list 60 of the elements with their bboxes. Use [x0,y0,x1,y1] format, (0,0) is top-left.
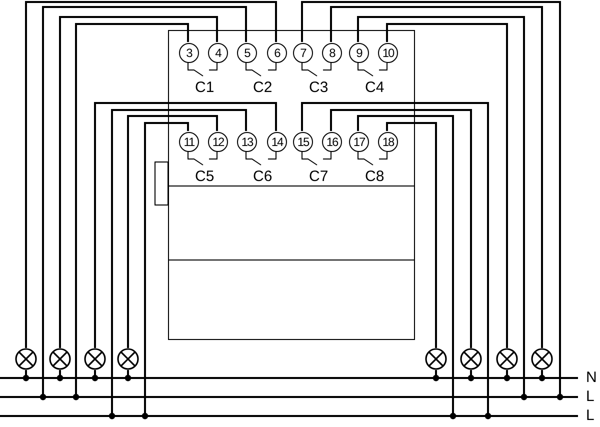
wire [330,109,472,348]
wire [504,370,510,382]
wire [386,122,437,348]
wire [357,16,528,400]
device-housing [168,30,415,340]
lamp-symbol [425,348,447,370]
terminal-circle: 15 [293,132,313,152]
wire [432,370,440,382]
contact-label: C7 [309,169,328,185]
wire [22,370,30,382]
wire [330,6,543,348]
terminal-circle: 5 [237,43,257,63]
contact-label: C6 [253,169,272,185]
bus-label: L [586,389,594,405]
wire [142,122,189,420]
terminal-circle: 6 [267,43,287,63]
wire [538,370,546,382]
contact-label: C3 [309,80,328,96]
lamp-symbol [496,348,518,370]
terminal-circle: 8 [322,43,342,63]
lamp-symbol [15,348,37,370]
terminal-circle: 7 [293,43,313,63]
terminal-circle: 4 [208,43,228,63]
wire [357,115,456,420]
terminal-circle: 9 [349,43,369,63]
wire [468,370,474,382]
terminal-circle: 14 [267,132,287,152]
wire [56,370,64,382]
bus-label: L [586,408,594,424]
lamp-symbol [531,348,553,370]
contact-label: C2 [253,80,272,96]
lamp-symbol [84,348,106,370]
wire [127,115,218,348]
terminal-circle: 17 [349,132,369,152]
terminal-circle: 12 [208,132,228,152]
wire [124,370,132,382]
terminal-circle: 3 [179,43,199,63]
lamp-symbol [49,348,71,370]
terminal-circle: 11 [179,132,199,152]
terminal-circle: 18 [378,132,398,152]
lamp-symbol [460,348,482,370]
contact-label: C1 [195,80,214,96]
bus-label: N [586,370,597,386]
terminal-circle: 13 [237,132,257,152]
terminal-circle: 16 [322,132,342,152]
contact-label: C4 [365,80,384,96]
wire [108,109,247,420]
contact-label: C5 [195,169,214,185]
wire [94,102,277,348]
wire [59,16,218,348]
terminal-circle: 10 [378,43,398,63]
lamp-symbol [117,348,139,370]
wire [301,102,492,420]
wire [301,1,564,400]
wire [72,23,189,400]
wire [25,1,277,348]
wire [386,23,508,348]
wire [40,6,247,400]
wire [92,370,98,382]
contact-label: C8 [365,169,384,185]
